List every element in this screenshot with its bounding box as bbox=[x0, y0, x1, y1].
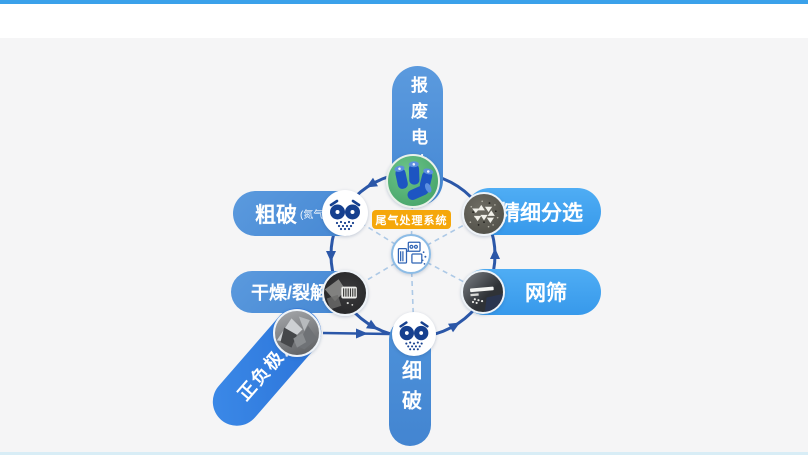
flow-arrow bbox=[366, 319, 379, 330]
crusher-icon bbox=[322, 190, 368, 236]
diagram-area: 报废电池 粗破 (氮气保护) 干燥/裂解 精细分选 网筛 细破 正负极片 bbox=[0, 38, 808, 452]
treatment-plant-icon bbox=[391, 234, 431, 274]
battery-photo-icon bbox=[386, 154, 440, 208]
flow-arrow bbox=[490, 248, 500, 259]
screen-photo-icon bbox=[461, 270, 505, 314]
flow-arrow bbox=[356, 328, 368, 339]
bottom-accent-line bbox=[0, 452, 808, 455]
node-label: 细破 bbox=[398, 360, 421, 420]
dryer-photo-icon bbox=[322, 270, 368, 316]
flow-arrow bbox=[448, 322, 461, 333]
node-label: 干燥/裂解 bbox=[251, 283, 329, 303]
tag-label: 尾气处理系统 bbox=[375, 214, 448, 227]
node-label: 精细分选 bbox=[499, 201, 583, 225]
powder-photo-icon bbox=[462, 192, 506, 236]
metal-shards-photo-icon bbox=[273, 309, 321, 357]
node-label: 网筛 bbox=[525, 282, 567, 305]
node-label: 粗破 bbox=[255, 203, 297, 227]
crusher-icon bbox=[392, 312, 436, 356]
flow-arrow bbox=[365, 177, 378, 188]
flow-arrow bbox=[326, 251, 336, 262]
top-accent-bar bbox=[0, 0, 808, 4]
exhaust-gas-tag: 尾气处理系统 bbox=[372, 210, 451, 229]
